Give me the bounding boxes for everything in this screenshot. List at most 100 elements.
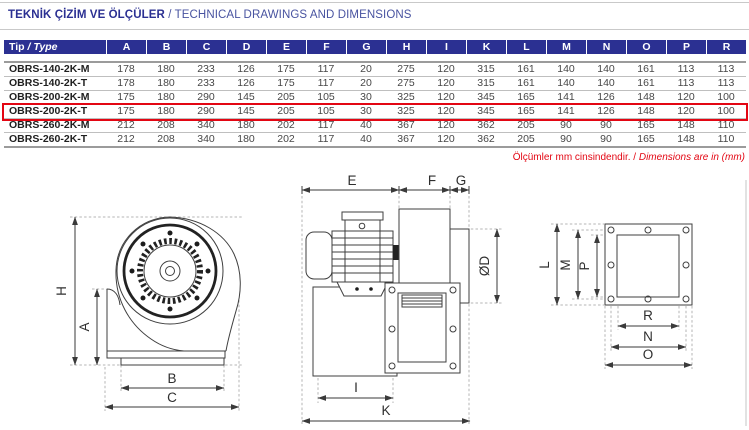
dimension-value-cell: 100 [717,105,735,117]
dim-label-h: H [54,286,69,296]
terminal-box [344,219,381,232]
dim-label-c: C [167,390,177,405]
page-title-english: TECHNICAL DRAWINGS AND DIMENSIONS [174,9,412,21]
dimension-value-cell: 120 [677,105,695,117]
dimension-value-cell: 178 [117,77,135,89]
dimension-value-cell: 140 [557,77,575,89]
dimension-value-cell: 180 [237,119,255,131]
dimension-value-cell: 362 [477,133,495,145]
dimension-value-cell: 148 [677,133,695,145]
dim-label-e: E [347,173,356,188]
dimension-value-cell: 117 [317,119,335,131]
dimension-value-cell: 362 [477,119,495,131]
dimension-value-cell: 175 [277,77,295,89]
dimension-value-cell: 233 [197,63,215,75]
dimension-value-cell: 120 [437,91,455,103]
dimension-value-cell: 126 [597,91,615,103]
dimension-value-cell: 325 [397,91,415,103]
dimension-value-cell: 148 [677,119,695,131]
dimension-value-cell: 290 [197,91,215,103]
dimension-value-cell: 165 [637,119,655,131]
fan-side-view-drawing: H A B C [54,216,242,411]
dimension-value-cell: 275 [397,77,415,89]
dimension-value-cell: 117 [317,63,335,75]
dimension-value-cell: 175 [277,63,295,75]
dimension-value-cell: 90 [600,133,612,145]
dimension-value-cell: 233 [197,77,215,89]
dimension-value-cell: 126 [237,63,255,75]
dimension-value-cell: 205 [517,119,535,131]
dimension-value-cell: 315 [477,63,495,75]
dimension-value-cell: 205 [277,91,295,103]
type-column-header: Tip / Type [4,40,106,54]
dimension-value-cell: 145 [237,91,255,103]
dimension-value-cell: 212 [117,119,135,131]
dimension-value-cell: 175 [117,91,135,103]
type-header-separator: / [24,41,34,53]
dimension-value-cell: 345 [477,91,495,103]
row-type-label: OBRS-140-2K-M [9,63,90,75]
dimension-value-cell: 202 [277,119,295,131]
dimension-value-cell: 202 [277,133,295,145]
dimension-value-cell: 20 [360,77,372,89]
dimension-value-cell: 161 [517,63,535,75]
gear-ring [137,238,203,304]
dimension-value-cell: 148 [637,105,655,117]
row-type-label: OBRS-140-2K-T [9,77,88,89]
dimension-value-cell: 161 [517,77,535,89]
dimension-value-cell: 105 [317,91,335,103]
column-header: C [187,40,226,54]
dimension-value-cell: 90 [600,119,612,131]
dim-label-od: ØD [477,256,492,277]
dimension-value-cell: 325 [397,105,415,117]
dimension-value-cell: 140 [597,77,615,89]
column-header: B [147,40,186,54]
dim-label-i: I [354,380,358,395]
dimension-value-cell: 113 [717,63,735,75]
dimension-value-cell: 120 [437,105,455,117]
dimension-value-cell: 100 [717,91,735,103]
dimension-value-cell: 148 [637,91,655,103]
dimension-value-cell: 90 [560,119,572,131]
dim-label-f: F [428,173,436,188]
column-header: D [227,40,266,54]
column-header: E [267,40,306,54]
dimension-value-cell: 105 [317,105,335,117]
title-bottom-rule [0,29,749,30]
units-note: Ölçümler mm cinsindendir. / Dimensions a… [513,152,745,163]
dimension-value-cell: 178 [117,63,135,75]
dimension-value-cell: 367 [397,133,415,145]
fan-inlet-circles [116,217,224,325]
column-header: P [667,40,706,54]
dimension-value-cell: 120 [437,119,455,131]
type-header-turkish: Tip [9,41,25,53]
dimension-value-cell: 208 [157,119,175,131]
dimension-value-cell: 120 [677,91,695,103]
dimension-value-cell: 30 [360,91,372,103]
dim-label-b: B [167,371,176,386]
dimension-value-cell: 175 [117,105,135,117]
dimension-value-cell: 165 [517,105,535,117]
row-type-label: OBRS-200-2K-M [9,91,90,103]
dimension-value-cell: 180 [157,105,175,117]
dimension-value-cell: 165 [637,133,655,145]
dim-label-l: L [537,261,552,269]
dimension-value-cell: 117 [317,77,335,89]
dimension-value-cell: 345 [477,105,495,117]
dimension-value-cell: 20 [360,63,372,75]
dimension-value-cell: 212 [117,133,135,145]
column-header: H [387,40,426,54]
dimension-value-cell: 120 [437,133,455,145]
dimension-value-cell: 141 [557,91,575,103]
dimension-value-cell: 161 [637,77,655,89]
dimension-value-cell: 120 [437,63,455,75]
dimension-value-cell: 40 [360,119,372,131]
dimension-value-cell: 140 [557,63,575,75]
